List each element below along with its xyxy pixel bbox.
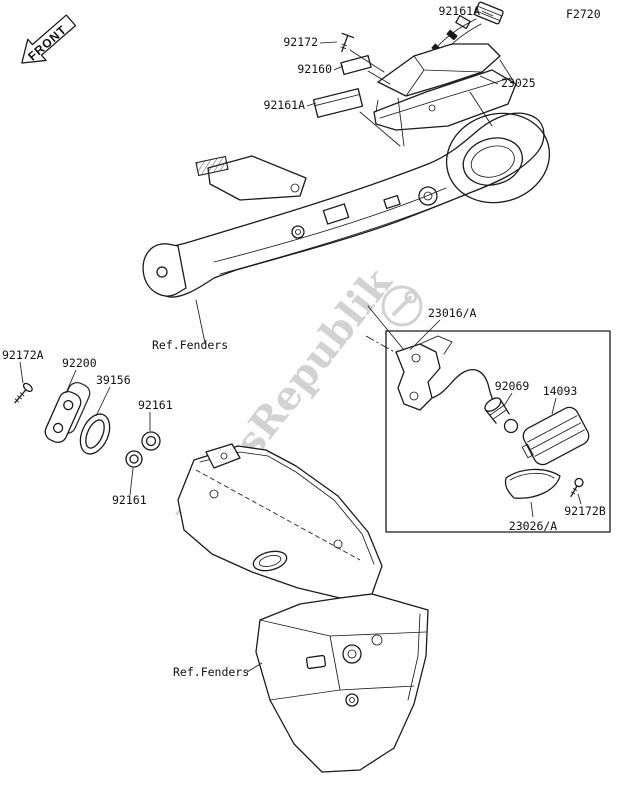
damper-92161a-part <box>312 88 364 118</box>
callout-92161-lower: 92161 <box>112 493 147 507</box>
callout-92160: 92160 <box>297 62 332 76</box>
grommet-upper-part <box>141 431 161 451</box>
callout-92172a: 92172A <box>2 348 44 362</box>
gasket-39156 <box>79 413 111 455</box>
callout-23026a: 23026/A <box>509 519 558 533</box>
callout-92161a-left: 92161A <box>263 98 305 112</box>
page-code: F2720 <box>566 7 601 21</box>
callout-23016a: 23016/A <box>428 306 477 320</box>
callout-92161a-harness: 92161A <box>438 4 480 18</box>
leader-lines <box>19 10 582 673</box>
screw-92172b-part <box>570 477 584 498</box>
callout-labels: 92161A 92172 92160 92161A 23025 Ref.Fend… <box>2 4 606 679</box>
taillight-unit <box>373 43 517 131</box>
grommet-lower-part <box>125 450 143 468</box>
rear-frame-bracket <box>142 91 551 298</box>
bracket-23016 <box>395 335 453 411</box>
parts-box <box>365 305 611 533</box>
callout-ref-fenders-lower: Ref.Fenders <box>173 665 249 679</box>
callout-ref-fenders-upper: Ref.Fenders <box>152 338 228 352</box>
callout-14093: 14093 <box>543 384 578 398</box>
lens-cover <box>504 468 561 499</box>
callout-92172b: 92172B <box>564 504 606 518</box>
harness-connector <box>423 1 504 74</box>
lens-housing <box>521 406 590 466</box>
callout-92172: 92172 <box>283 35 318 49</box>
damper-92160-part <box>340 54 372 76</box>
bracket-plate-92200 <box>44 382 91 443</box>
callout-92200: 92200 <box>62 356 97 370</box>
callout-39156: 39156 <box>96 373 131 387</box>
front-arrow-label: FRONT <box>25 23 69 64</box>
bulb-socket <box>484 397 519 434</box>
screw-92172a-part <box>14 382 33 404</box>
watermark-logo-icon <box>381 285 423 327</box>
callout-23025: 23025 <box>501 76 536 90</box>
callout-92069: 92069 <box>495 379 530 393</box>
screw-92172-part <box>340 32 355 53</box>
rear-fender <box>177 443 429 773</box>
front-arrow-icon: FRONT <box>21 14 77 64</box>
socket-wire <box>431 369 497 407</box>
mud-flap <box>255 593 429 773</box>
callout-92161-upper: 92161 <box>138 398 173 412</box>
